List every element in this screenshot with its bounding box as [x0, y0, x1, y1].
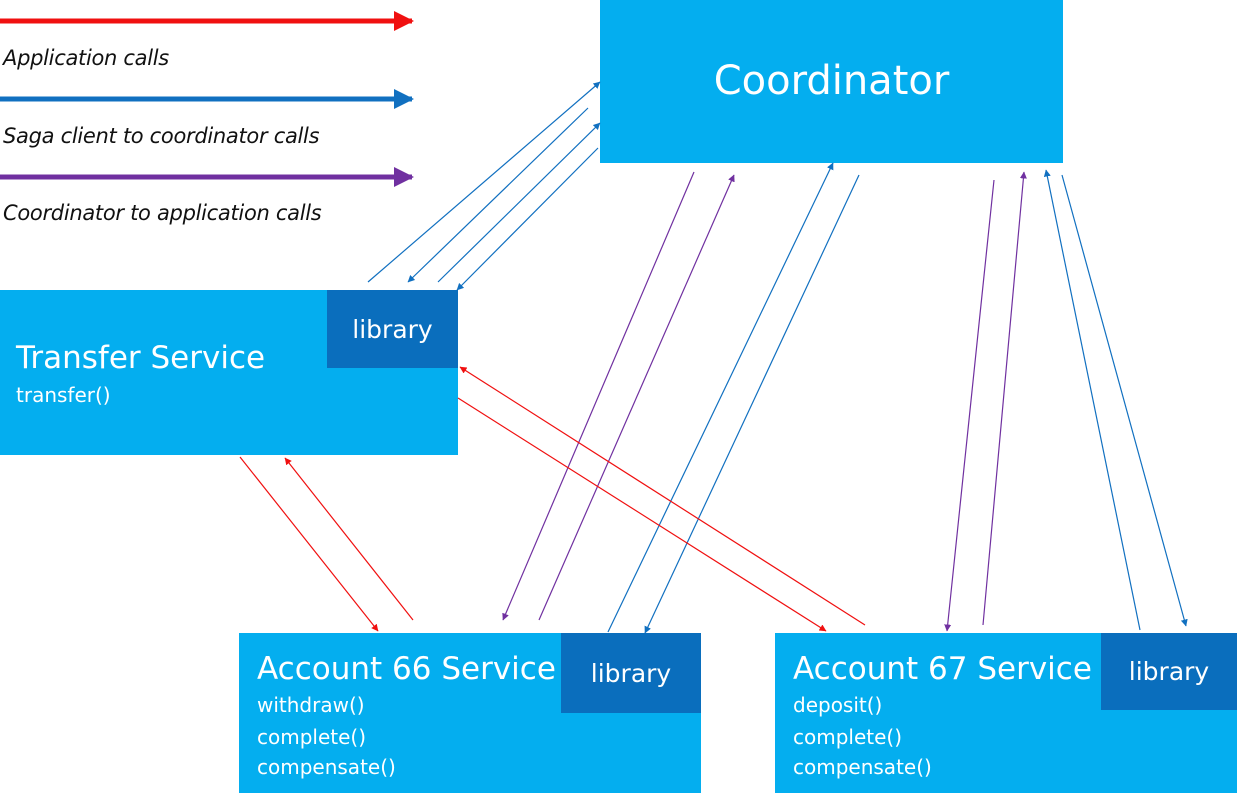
account67-box: Account 67 Service deposit() complete() … — [775, 633, 1237, 793]
account67-method-compensate: compensate() — [793, 755, 932, 779]
coordinator-to-transfer-arrow-1 — [407, 107, 589, 283]
account66-to-transfer-arrow — [284, 457, 414, 621]
account66-to-coordinator-purple-arrow — [538, 174, 735, 621]
coordinator-to-account67-library-arrow — [1061, 174, 1188, 627]
account67-to-coordinator-purple-arrow — [982, 171, 1027, 626]
transfer-to-account66-arrow — [239, 456, 379, 632]
account66-library-to-coordinator-arrow — [607, 162, 834, 633]
legend-saga-label: Saga client to coordinator calls — [3, 124, 320, 148]
coordinator-to-account66-purple-arrow — [502, 171, 695, 621]
account66-method-compensate: compensate() — [257, 755, 396, 779]
transfer-to-account67-arrow — [457, 397, 827, 632]
transfer-library: library — [327, 290, 458, 368]
coordinator-box: Coordinator — [600, 0, 1063, 163]
account66-library: library — [561, 633, 701, 713]
account67-library-to-coordinator-arrow — [1043, 169, 1141, 631]
legend-coordinator-label: Coordinator to application calls — [3, 201, 322, 225]
coordinator-title: Coordinator — [713, 58, 950, 104]
account67-title: Account 67 Service — [793, 651, 1092, 687]
transfer-service-title: Transfer Service — [16, 340, 266, 376]
account67-method-complete: complete() — [793, 725, 903, 749]
account66-title: Account 66 Service — [257, 651, 556, 687]
transfer-to-coordinator-arrow-2 — [437, 122, 601, 283]
coordinator-to-transfer-arrow-2 — [456, 147, 599, 291]
account67-method-deposit: deposit() — [793, 693, 883, 717]
account67-library: library — [1101, 633, 1237, 710]
transfer-to-coordinator-arrow-1 — [367, 81, 601, 283]
account67-to-transfer-arrow — [459, 366, 866, 626]
coordinator-to-account67-purple-arrow — [944, 179, 995, 632]
legend-application-label: Application calls — [3, 46, 169, 70]
transfer-method: transfer() — [16, 383, 111, 407]
account66-method-withdraw: withdraw() — [257, 693, 365, 717]
account66-method-complete: complete() — [257, 725, 367, 749]
coordinator-to-account66-library-arrow — [644, 174, 860, 634]
transfer-service-box: Transfer Service transfer() — [0, 290, 458, 455]
